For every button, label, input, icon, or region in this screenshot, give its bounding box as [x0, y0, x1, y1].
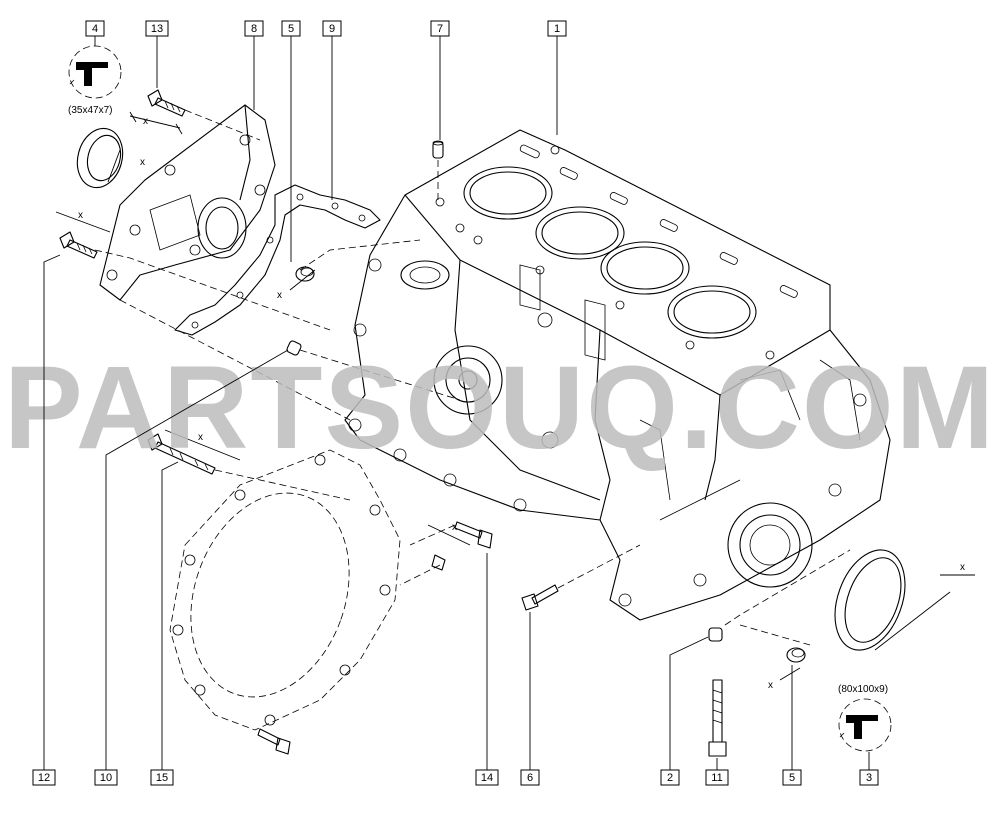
callout-leaders: [43, 36, 870, 770]
svg-text:x: x: [143, 116, 148, 127]
svg-text:x: x: [277, 290, 282, 301]
callout-8: 8: [244, 20, 264, 37]
svg-text:x: x: [768, 680, 773, 691]
callout-15: 15: [150, 769, 174, 786]
front-cover: [99, 104, 276, 301]
svg-text:x: x: [78, 210, 83, 221]
plug-5a: [295, 266, 315, 282]
svg-text:x: x: [140, 157, 145, 168]
svg-text:4: 4: [92, 23, 98, 35]
bolt-6: [521, 584, 559, 611]
plug-5b: [786, 647, 806, 663]
dowel-10: [286, 340, 302, 356]
seal-section-icon: [68, 45, 122, 99]
callout-5-top: 5: [281, 20, 301, 37]
bolt-14: [257, 521, 493, 755]
dimension-marks: x x x x x x x x (35x47x7) (80x100x9): [55, 105, 975, 695]
svg-text:3: 3: [866, 772, 872, 784]
svg-text:11: 11: [711, 772, 722, 784]
rear-plate: [169, 449, 401, 731]
callout-6: 6: [520, 769, 540, 786]
callout-14: 14: [475, 769, 499, 786]
callout-3: 3: [859, 769, 879, 786]
assembly-lines: [94, 109, 851, 646]
bolt-13: [147, 89, 186, 117]
callout-5-bottom: 5: [782, 769, 802, 786]
callout-4: 4: [85, 20, 105, 37]
stud-15: [147, 433, 216, 475]
callout-7: 7: [430, 20, 450, 37]
svg-text:7: 7: [437, 23, 443, 35]
svg-text:9: 9: [329, 23, 335, 35]
svg-text:2: 2: [667, 772, 673, 784]
seal-section-icon-rear: [838, 698, 892, 752]
dowel-2: [708, 627, 723, 642]
callout-11: 11: [705, 769, 729, 786]
svg-text:(80x100x9): (80x100x9): [838, 684, 888, 695]
callout-1: 1: [547, 20, 567, 37]
svg-text:8: 8: [251, 23, 257, 35]
svg-text:14: 14: [481, 772, 493, 784]
front-oil-seal: [76, 127, 124, 189]
callout-13: 13: [145, 20, 169, 37]
svg-text:(35x47x7): (35x47x7): [68, 105, 112, 116]
front-gasket: [174, 184, 381, 336]
callout-12: 12: [32, 769, 56, 786]
svg-text:x: x: [960, 562, 965, 573]
svg-text:13: 13: [151, 23, 163, 35]
stud-11: [708, 679, 727, 757]
dowel-7: [432, 140, 444, 159]
watermark: PARTSOUQ.COM: [4, 342, 996, 474]
rear-oil-seal: [834, 549, 906, 651]
svg-text:x: x: [452, 522, 457, 533]
bolt-12: [59, 231, 98, 259]
callout-10: 10: [94, 769, 118, 786]
svg-text:1: 1: [554, 23, 560, 35]
svg-text:10: 10: [100, 772, 112, 784]
svg-text:x: x: [198, 432, 203, 443]
svg-text:15: 15: [156, 772, 168, 784]
callout-2: 2: [660, 769, 680, 786]
svg-text:5: 5: [789, 772, 795, 784]
callout-9: 9: [322, 20, 342, 37]
svg-text:6: 6: [527, 772, 533, 784]
svg-text:12: 12: [38, 772, 50, 784]
svg-text:5: 5: [288, 23, 294, 35]
cylinder-block: [344, 129, 891, 621]
